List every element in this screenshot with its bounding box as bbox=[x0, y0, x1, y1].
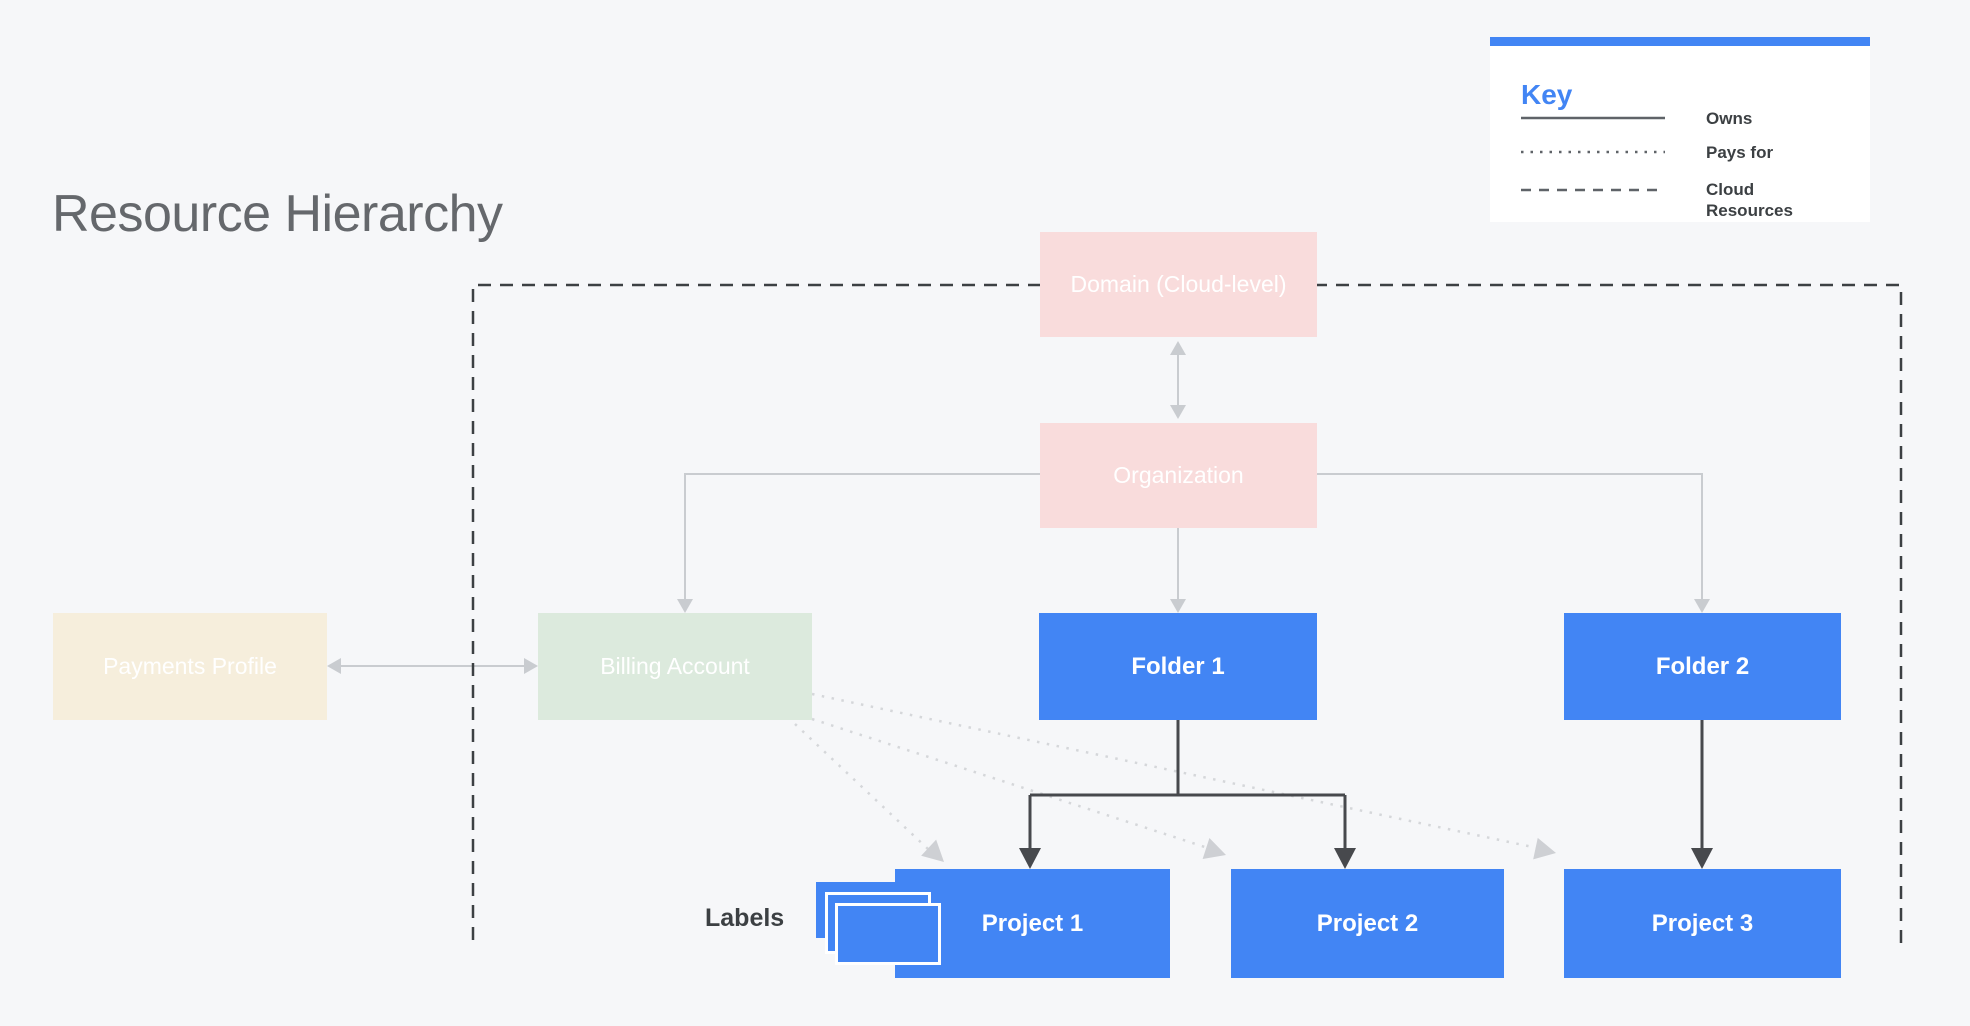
project2-node: Project 2 bbox=[1231, 869, 1504, 978]
payments-profile-node: Payments Profile bbox=[53, 613, 327, 720]
pays-for-line-project2 bbox=[811, 717, 1212, 851]
solid-line-sample bbox=[1521, 116, 1665, 120]
legend-label-pays-for: Pays for bbox=[1706, 142, 1774, 162]
project3-node: Project 3 bbox=[1564, 869, 1841, 978]
folder1-node: Folder 1 bbox=[1039, 613, 1317, 720]
legend-row-owns: Owns bbox=[1521, 106, 1836, 130]
legend-row-pays-for: Pays for bbox=[1521, 140, 1836, 164]
dotted-line-sample bbox=[1521, 150, 1665, 154]
owns-arrowheads bbox=[327, 341, 1710, 674]
pays-for-arrowheads bbox=[921, 837, 1556, 862]
org-to-billing-line bbox=[684, 473, 1040, 605]
billing-account-node: Billing Account bbox=[538, 613, 812, 720]
legend-card: Key Owns Pays for Cloud Resources bbox=[1490, 37, 1870, 222]
legend-label-owns: Owns bbox=[1706, 108, 1753, 128]
labels-caption: Labels bbox=[705, 904, 785, 932]
organization-node: Organization bbox=[1040, 423, 1317, 528]
page-title: Resource Hierarchy bbox=[52, 185, 503, 243]
legend-accent-bar bbox=[1490, 37, 1870, 46]
folder-project-lines bbox=[1028, 720, 1704, 851]
pays-for-line-project1 bbox=[794, 723, 929, 850]
legend-heading: Key bbox=[1521, 79, 1573, 110]
folder-project-arrowheads bbox=[1019, 848, 1713, 869]
legend-row-cloud-resources: Cloud Resources bbox=[1521, 179, 1836, 227]
label-card-front bbox=[835, 903, 941, 965]
folder2-node: Folder 2 bbox=[1564, 613, 1841, 720]
labels-stack-icon bbox=[816, 882, 956, 972]
pays-for-lines bbox=[794, 692, 1543, 851]
pays-for-line-project3 bbox=[811, 692, 1543, 851]
dashed-line-sample bbox=[1521, 188, 1665, 192]
owns-lines bbox=[338, 348, 1703, 667]
legend-label-cloud-resources: Cloud Resources bbox=[1706, 180, 1793, 220]
domain-node: Domain (Cloud-level) bbox=[1040, 232, 1317, 337]
org-to-folder2-line bbox=[1317, 473, 1703, 605]
folder1-branch bbox=[1028, 720, 1347, 851]
